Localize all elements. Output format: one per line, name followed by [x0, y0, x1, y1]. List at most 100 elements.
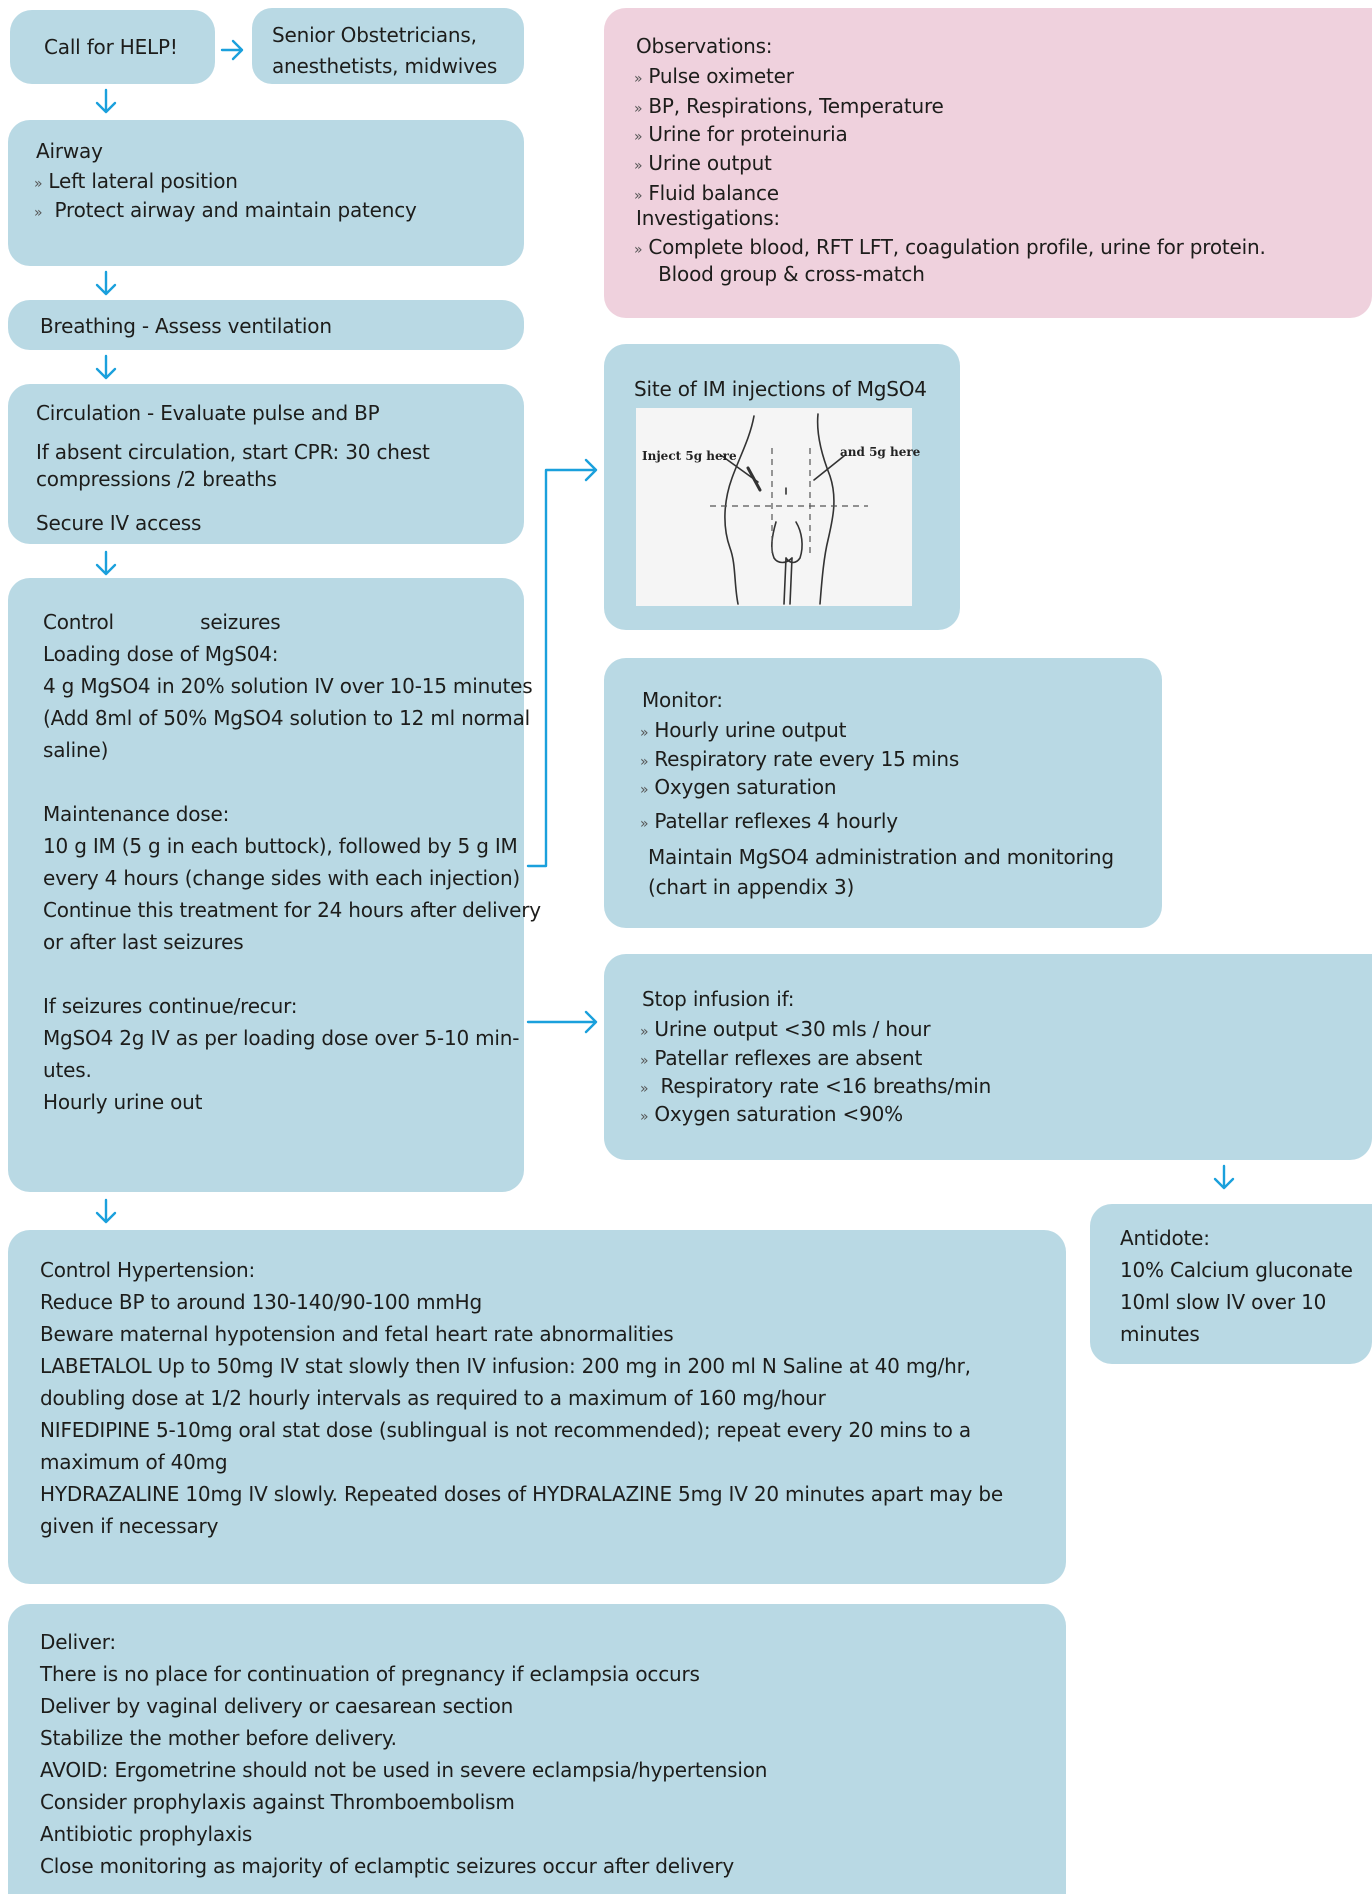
hypertension-box: Control Hypertension: Reduce BP to around… [8, 1230, 1066, 1584]
deliver-line: Close monitoring as majority of eclampti… [40, 1854, 735, 1878]
seizures-line: If seizures continue/recur: [43, 994, 298, 1018]
observation-item: »Pulse oximeter [634, 64, 794, 88]
arrow-elbow-icon [526, 458, 598, 868]
monitor-item: »Patellar reflexes 4 hourly [640, 809, 898, 833]
seizures-line: utes. [43, 1058, 92, 1082]
arrow-down-icon [1213, 1164, 1235, 1190]
hypertension-line: given if necessary [40, 1514, 219, 1538]
seizures-line: every 4 hours (change sides with each in… [43, 866, 521, 890]
antidote-line: 10% Calcium gluconate [1120, 1258, 1353, 1282]
circulation-cpr-line-1: If absent circulation, start CPR: 30 che… [36, 440, 430, 464]
circulation-cpr-line-2: compressions /2 breaths [36, 467, 277, 491]
antidote-line: 10ml slow IV over 10 [1120, 1290, 1327, 1314]
senior-staff-box: Senior Obstetricians, anesthetists, midw… [252, 8, 524, 84]
hypertension-line: HYDRAZALINE 10mg IV slowly. Repeated dos… [40, 1482, 1003, 1506]
breathing-text: Breathing - Assess ventilation [40, 314, 332, 338]
stop-item: »Oxygen saturation <90% [640, 1102, 903, 1126]
senior-staff-line-2: anesthetists, midwives [272, 54, 498, 78]
seizures-line: 10 g IM (5 g in each buttock), followed … [43, 834, 518, 858]
investigation-item-cont: Blood group & cross-match [652, 262, 925, 286]
inject-right-label: and 5g here [840, 445, 921, 459]
monitor-title: Monitor: [642, 688, 723, 712]
observation-item: »Urine for proteinuria [634, 122, 848, 146]
airway-title: Airway [36, 139, 103, 163]
stop-title: Stop infusion if: [642, 987, 795, 1011]
observations-title: Observations: [636, 34, 773, 58]
hypertension-line: Reduce BP to around 130-140/90-100 mmHg [40, 1290, 482, 1314]
observation-item: »BP, Respirations, Temperature [634, 94, 944, 118]
deliver-line: Deliver: [40, 1630, 116, 1654]
monitor-box: Monitor: »Hourly urine output »Respirato… [604, 658, 1162, 928]
investigations-title: Investigations: [636, 206, 780, 230]
hypertension-text: Control Hypertension: Reduce BP to around… [40, 1254, 1003, 1542]
buttocks-diagram-icon: Inject 5g here and 5g here [642, 413, 921, 605]
arrow-down-icon [95, 270, 117, 296]
seizures-line [43, 766, 541, 798]
monitor-item: »Hourly urine output [640, 718, 847, 742]
circulation-box: Circulation - Evaluate pulse and BP If a… [8, 384, 524, 544]
deliver-line: Consider prophylaxis against Thromboembo… [40, 1790, 515, 1814]
hypertension-line: LABETALOL Up to 50mg IV stat slowly then… [40, 1354, 971, 1378]
circulation-iv: Secure IV access [36, 511, 202, 535]
seizures-line: MgSO4 2g IV as per loading dose over 5-1… [43, 1026, 520, 1050]
airway-item: » Protect airway and maintain patency [34, 198, 417, 222]
help-label: Call for HELP! [44, 35, 178, 59]
hypertension-line: Control Hypertension: [40, 1258, 255, 1282]
monitor-maintain-line-1: Maintain MgSO4 administration and monito… [648, 845, 1114, 869]
seizures-line [43, 958, 541, 990]
seizures-line: saline) [43, 738, 109, 762]
arrow-down-icon [95, 354, 117, 380]
hypertension-line: doubling dose at 1/2 hourly intervals as… [40, 1386, 826, 1410]
deliver-text: Deliver: There is no place for continuati… [40, 1626, 767, 1882]
stop-infusion-box: Stop infusion if: »Urine output <30 mls … [604, 954, 1372, 1160]
inject-left-label: Inject 5g here [642, 449, 737, 463]
arrow-down-icon [95, 550, 117, 576]
hypertension-line: NIFEDIPINE 5-10mg oral stat dose (sublin… [40, 1418, 971, 1442]
hypertension-line: maximum of 40mg [40, 1450, 228, 1474]
site-box: Site of IM injections of MgSO4 [604, 344, 960, 630]
arrow-right-icon [526, 1010, 598, 1034]
seizures-line: Loading dose of MgS04: [43, 642, 279, 666]
antidote-text: Antidote: 10% Calcium gluconate 10ml slow … [1120, 1222, 1353, 1350]
arrow-right-icon [220, 39, 244, 61]
deliver-line: There is no place for continuation of pr… [40, 1662, 700, 1686]
seizures-line: Control seizures [43, 610, 281, 634]
observation-item: »Urine output [634, 151, 772, 175]
seizures-line: 4 g MgSO4 in 20% solution IV over 10-15 … [43, 674, 533, 698]
stop-item: »Urine output <30 mls / hour [640, 1017, 931, 1041]
seizures-line: Continue this treatment for 24 hours aft… [43, 898, 541, 922]
site-title: Site of IM injections of MgSO4 [634, 377, 927, 401]
airway-item: »Left lateral position [34, 169, 238, 193]
deliver-line: Stabilize the mother before delivery. [40, 1726, 397, 1750]
observations-box: Observations: »Pulse oximeter »BP, Respi… [604, 8, 1372, 318]
antidote-line: Antidote: [1120, 1226, 1210, 1250]
investigation-item: »Complete blood, RFT LFT, coagulation pr… [634, 235, 1266, 259]
senior-staff-line-1: Senior Obstetricians, [272, 23, 477, 47]
stop-item: » Respiratory rate <16 breaths/min [640, 1074, 992, 1098]
deliver-box: Deliver: There is no place for continuati… [8, 1604, 1066, 1894]
seizures-line: (Add 8ml of 50% MgSO4 solution to 12 ml … [43, 706, 530, 730]
antidote-line: minutes [1120, 1322, 1200, 1346]
breathing-box: Breathing - Assess ventilation [8, 300, 524, 350]
arrow-down-icon [95, 1198, 117, 1224]
stop-item: »Patellar reflexes are absent [640, 1046, 923, 1070]
antidote-box: Antidote: 10% Calcium gluconate 10ml slow … [1090, 1204, 1372, 1364]
help-box: Call for HELP! [10, 10, 215, 84]
injection-site-figure: Inject 5g here and 5g here [636, 408, 921, 606]
monitor-item: »Oxygen saturation [640, 775, 837, 799]
seizures-line: Maintenance dose: [43, 802, 230, 826]
deliver-line: AVOID: Ergometrine should not be used in… [40, 1758, 768, 1782]
seizures-line: or after last seizures [43, 930, 244, 954]
monitor-maintain-line-2: (chart in appendix 3) [648, 875, 855, 899]
observation-item: »Fluid balance [634, 181, 779, 205]
deliver-line: Antibiotic prophylaxis [40, 1822, 253, 1846]
circulation-title: Circulation - Evaluate pulse and BP [36, 401, 380, 425]
hypertension-line: Beware maternal hypotension and fetal he… [40, 1322, 674, 1346]
arrow-down-icon [95, 88, 117, 114]
seizures-line: Hourly urine out [43, 1090, 203, 1114]
monitor-item: »Respiratory rate every 15 mins [640, 747, 960, 771]
deliver-line: Deliver by vaginal delivery or caesarean… [40, 1694, 514, 1718]
